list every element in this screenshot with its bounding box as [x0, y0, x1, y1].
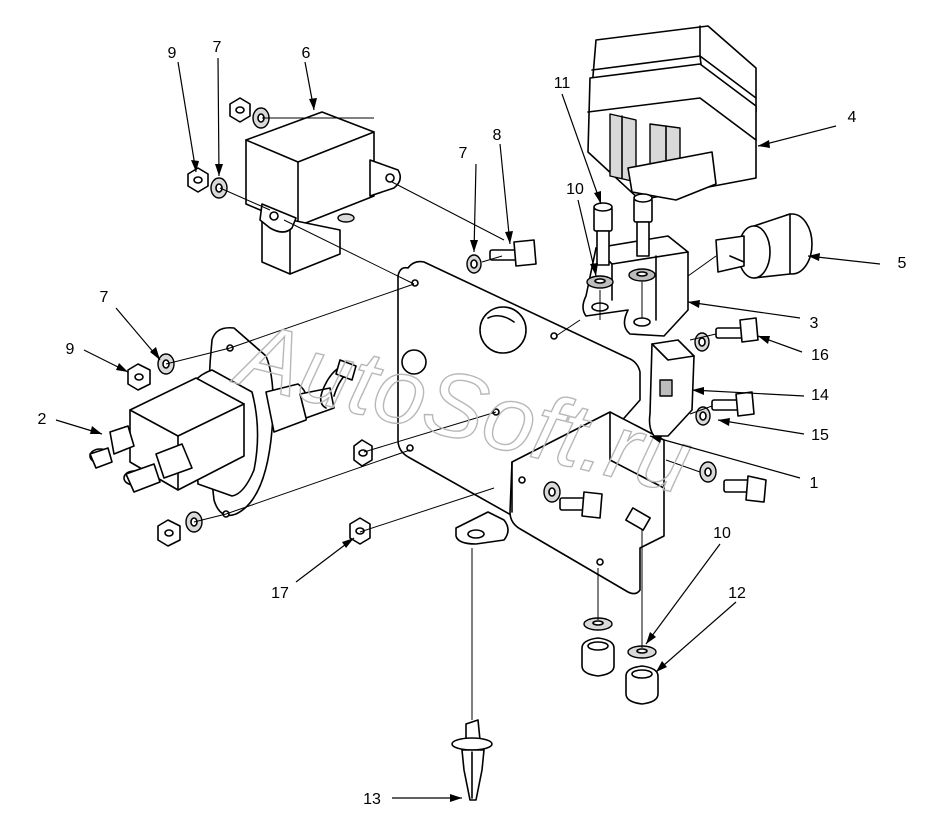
- callout-1: 1: [810, 475, 819, 492]
- callout-7-top: 7: [213, 39, 222, 56]
- connector-14: [648, 339, 695, 437]
- callout-7-middle: 7: [459, 145, 468, 162]
- callout-7-left: 7: [100, 289, 109, 306]
- callout-9-left: 9: [66, 341, 75, 358]
- assembly-lines: [165, 117, 717, 720]
- callout-2: 2: [38, 411, 47, 428]
- callout-10-upper: 10: [566, 181, 584, 198]
- ground-lug: [455, 511, 509, 545]
- washers: [157, 107, 717, 659]
- callout-9-top: 9: [168, 45, 177, 62]
- callout-3: 3: [810, 315, 819, 332]
- rivet-13: [451, 719, 493, 801]
- callout-arrowheads: [90, 98, 820, 802]
- relay-6: [245, 111, 402, 275]
- bolt-8: [489, 239, 537, 267]
- bolt-15: [711, 391, 755, 417]
- callout-13: 13: [363, 791, 381, 808]
- callout-12: 12: [728, 585, 746, 602]
- bolt-plate: [559, 491, 603, 519]
- callout-4: 4: [848, 109, 857, 126]
- callout-10-lower: 10: [713, 525, 731, 542]
- nuts: [127, 97, 659, 705]
- callout-11: 11: [554, 75, 571, 92]
- bolt-16: [715, 317, 759, 343]
- callout-8: 8: [493, 127, 502, 144]
- wire-harness: [319, 359, 357, 409]
- callout-16: 16: [811, 347, 829, 364]
- callout-labels: 9 7 6 11 4 7 8 10 5 7 9 3 16 14 2 15 1 1…: [38, 39, 907, 808]
- callout-6: 6: [302, 45, 311, 62]
- bolt-bracket: [723, 475, 767, 503]
- washers-10-upper: [586, 268, 656, 289]
- callout-15: 15: [811, 427, 829, 444]
- terminal-stud-b: [123, 443, 193, 493]
- screws-11: [593, 193, 653, 266]
- callout-5: 5: [898, 255, 907, 272]
- fuse-box-4: [587, 25, 757, 201]
- callout-leaders: [55, 57, 881, 799]
- terminal-stud-a: [89, 425, 135, 469]
- solenoid-2: [89, 326, 335, 518]
- callout-14: 14: [811, 387, 829, 404]
- sensor-5: [715, 213, 813, 279]
- callout-17: 17: [271, 585, 289, 602]
